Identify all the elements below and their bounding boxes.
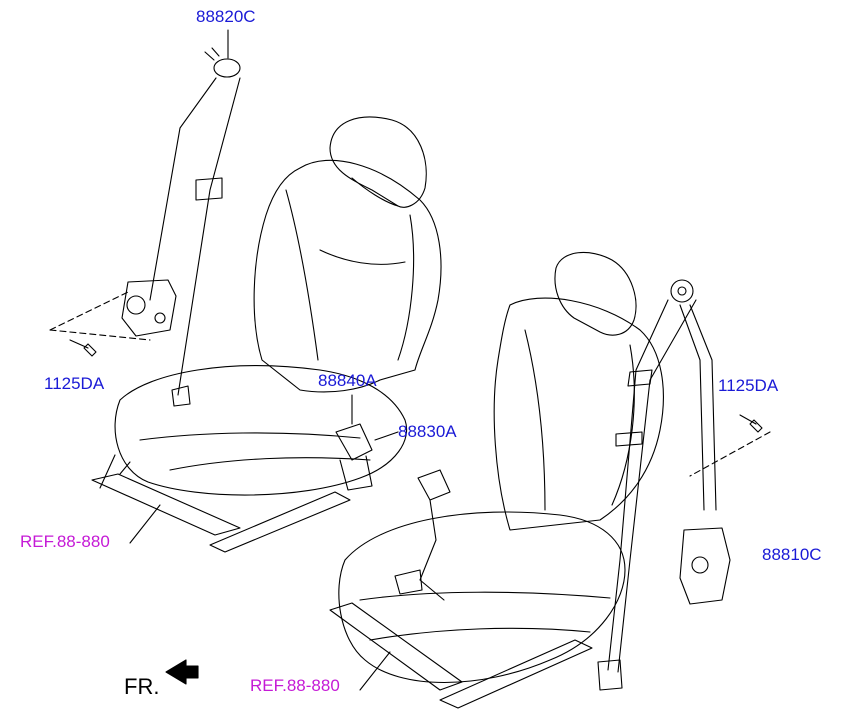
label-88840A[interactable]: 88840A — [318, 371, 377, 390]
ref-link-bottom[interactable]: REF.88-880 — [250, 676, 340, 695]
right-seatbelt-assembly — [597, 279, 771, 691]
label-1125DA-left[interactable]: 1125DA — [44, 374, 105, 393]
label-88830A[interactable]: 88830A — [398, 422, 457, 441]
right-seat — [329, 251, 664, 709]
label-1125DA-right[interactable]: 1125DA — [718, 376, 779, 395]
front-arrow-icon — [165, 659, 199, 685]
left-seatbelt-assembly — [49, 29, 241, 407]
leader-lines — [129, 504, 391, 691]
label-88810C[interactable]: 88810C — [762, 545, 822, 564]
label-88820C[interactable]: 88820C — [196, 7, 256, 26]
front-indicator: FR. — [124, 674, 160, 699]
buckle-assemblies — [335, 394, 451, 601]
ref-link-left[interactable]: REF.88-880 — [20, 532, 110, 551]
left-seat — [91, 116, 442, 553]
